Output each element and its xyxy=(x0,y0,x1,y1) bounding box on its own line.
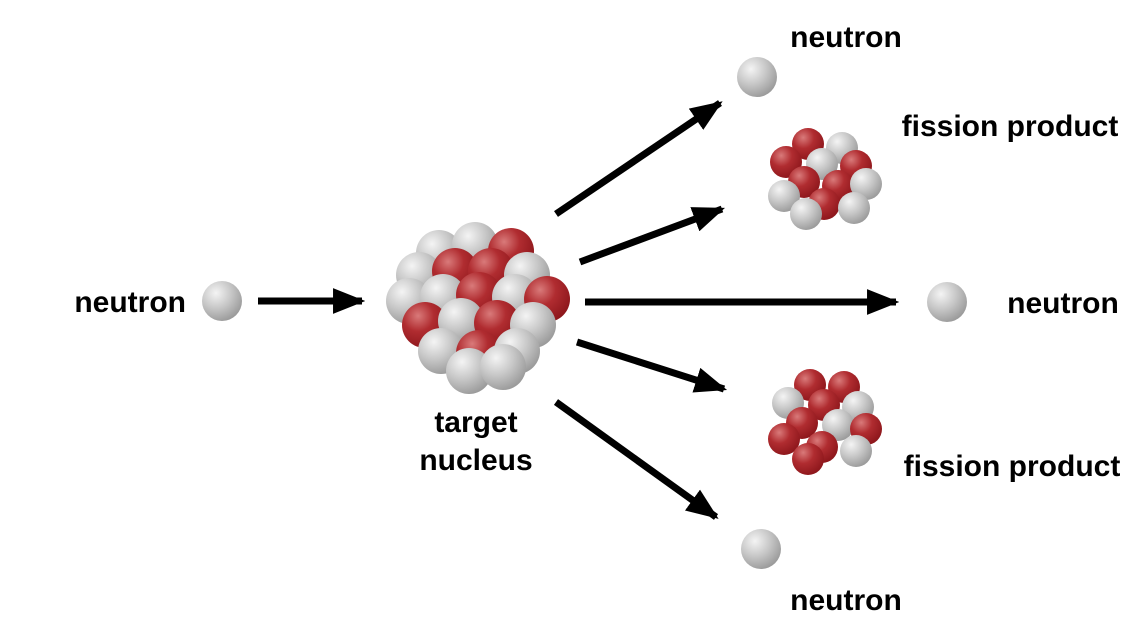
arrow-to-top-fission-product xyxy=(578,205,726,266)
neutron-sphere xyxy=(838,192,870,224)
target-nucleus-label-line2: nucleus xyxy=(419,444,532,477)
bottom-neutron-sphere xyxy=(741,529,781,569)
arrow-to-top-neutron xyxy=(554,100,723,217)
right-neutron-label: neutron xyxy=(1007,287,1119,320)
top-neutron-sphere xyxy=(737,57,777,97)
proton-sphere xyxy=(792,443,824,475)
top-neutron-label: neutron xyxy=(790,21,902,54)
right-neutron-sphere xyxy=(927,282,967,322)
arrow-to-bottom-fission-product xyxy=(575,338,728,393)
incoming-neutron-label: neutron xyxy=(74,286,186,319)
arrow-to-bottom-neutron xyxy=(553,399,719,520)
bottom-neutron-label: neutron xyxy=(790,584,902,617)
neutron-sphere xyxy=(790,198,822,230)
neutron-sphere xyxy=(840,435,872,467)
bottom-fission-product-label: fission product xyxy=(904,450,1121,483)
target-nucleus-label-line1: target xyxy=(434,406,517,439)
incoming-neutron-sphere xyxy=(202,281,242,321)
neutron-sphere xyxy=(480,344,526,390)
top-fission-product-label: fission product xyxy=(902,110,1119,143)
